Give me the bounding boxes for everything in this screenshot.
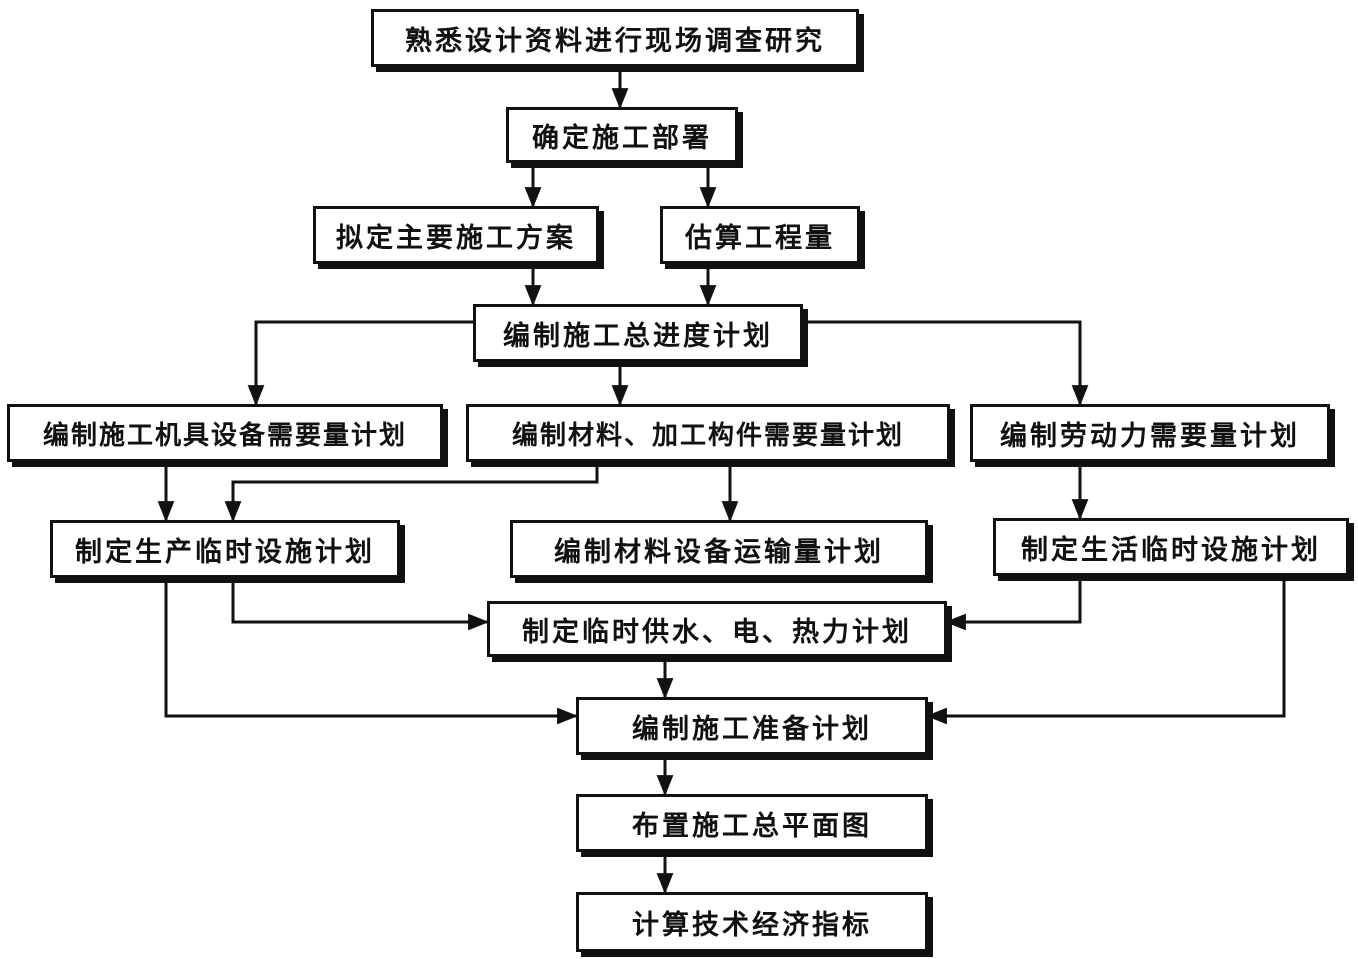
edge-n7-n9	[224, 462, 599, 523]
node-construction-deployment: 确定施工部署	[506, 107, 738, 163]
node-main-construction-plan: 拟定主要施工方案	[313, 206, 599, 264]
node-transport-plan: 编制材料设备运输量计划	[510, 520, 928, 578]
edge-n5-n8	[803, 320, 1089, 407]
node-material-plan: 编制材料、加工构件需要量计划	[466, 404, 950, 462]
edge-n9-n13	[164, 578, 579, 725]
node-production-facilities: 制定生产临时设施计划	[50, 520, 400, 578]
node-master-schedule: 编制施工总进度计划	[473, 304, 803, 362]
node-economic-indicators: 计算技术经济指标	[576, 892, 928, 952]
node-equipment-plan: 编制施工机具设备需要量计划	[7, 404, 443, 462]
node-living-facilities: 制定生活临时设施计划	[993, 518, 1349, 576]
edge-n9-n12	[231, 578, 490, 631]
node-preparation-plan: 编制施工准备计划	[576, 697, 928, 755]
edge-n11-n13	[925, 576, 1286, 725]
edge-n5-n6	[247, 320, 473, 407]
node-site-investigation: 熟悉设计资料进行现场调查研究	[371, 9, 859, 67]
node-labor-plan: 编制劳动力需要量计划	[970, 404, 1330, 462]
node-utilities-plan: 制定临时供水、电、热力计划	[487, 601, 947, 657]
node-site-layout: 布置施工总平面图	[576, 794, 928, 852]
node-estimate-quantity: 估算工程量	[660, 206, 860, 264]
edge-n11-n12	[944, 576, 1082, 631]
